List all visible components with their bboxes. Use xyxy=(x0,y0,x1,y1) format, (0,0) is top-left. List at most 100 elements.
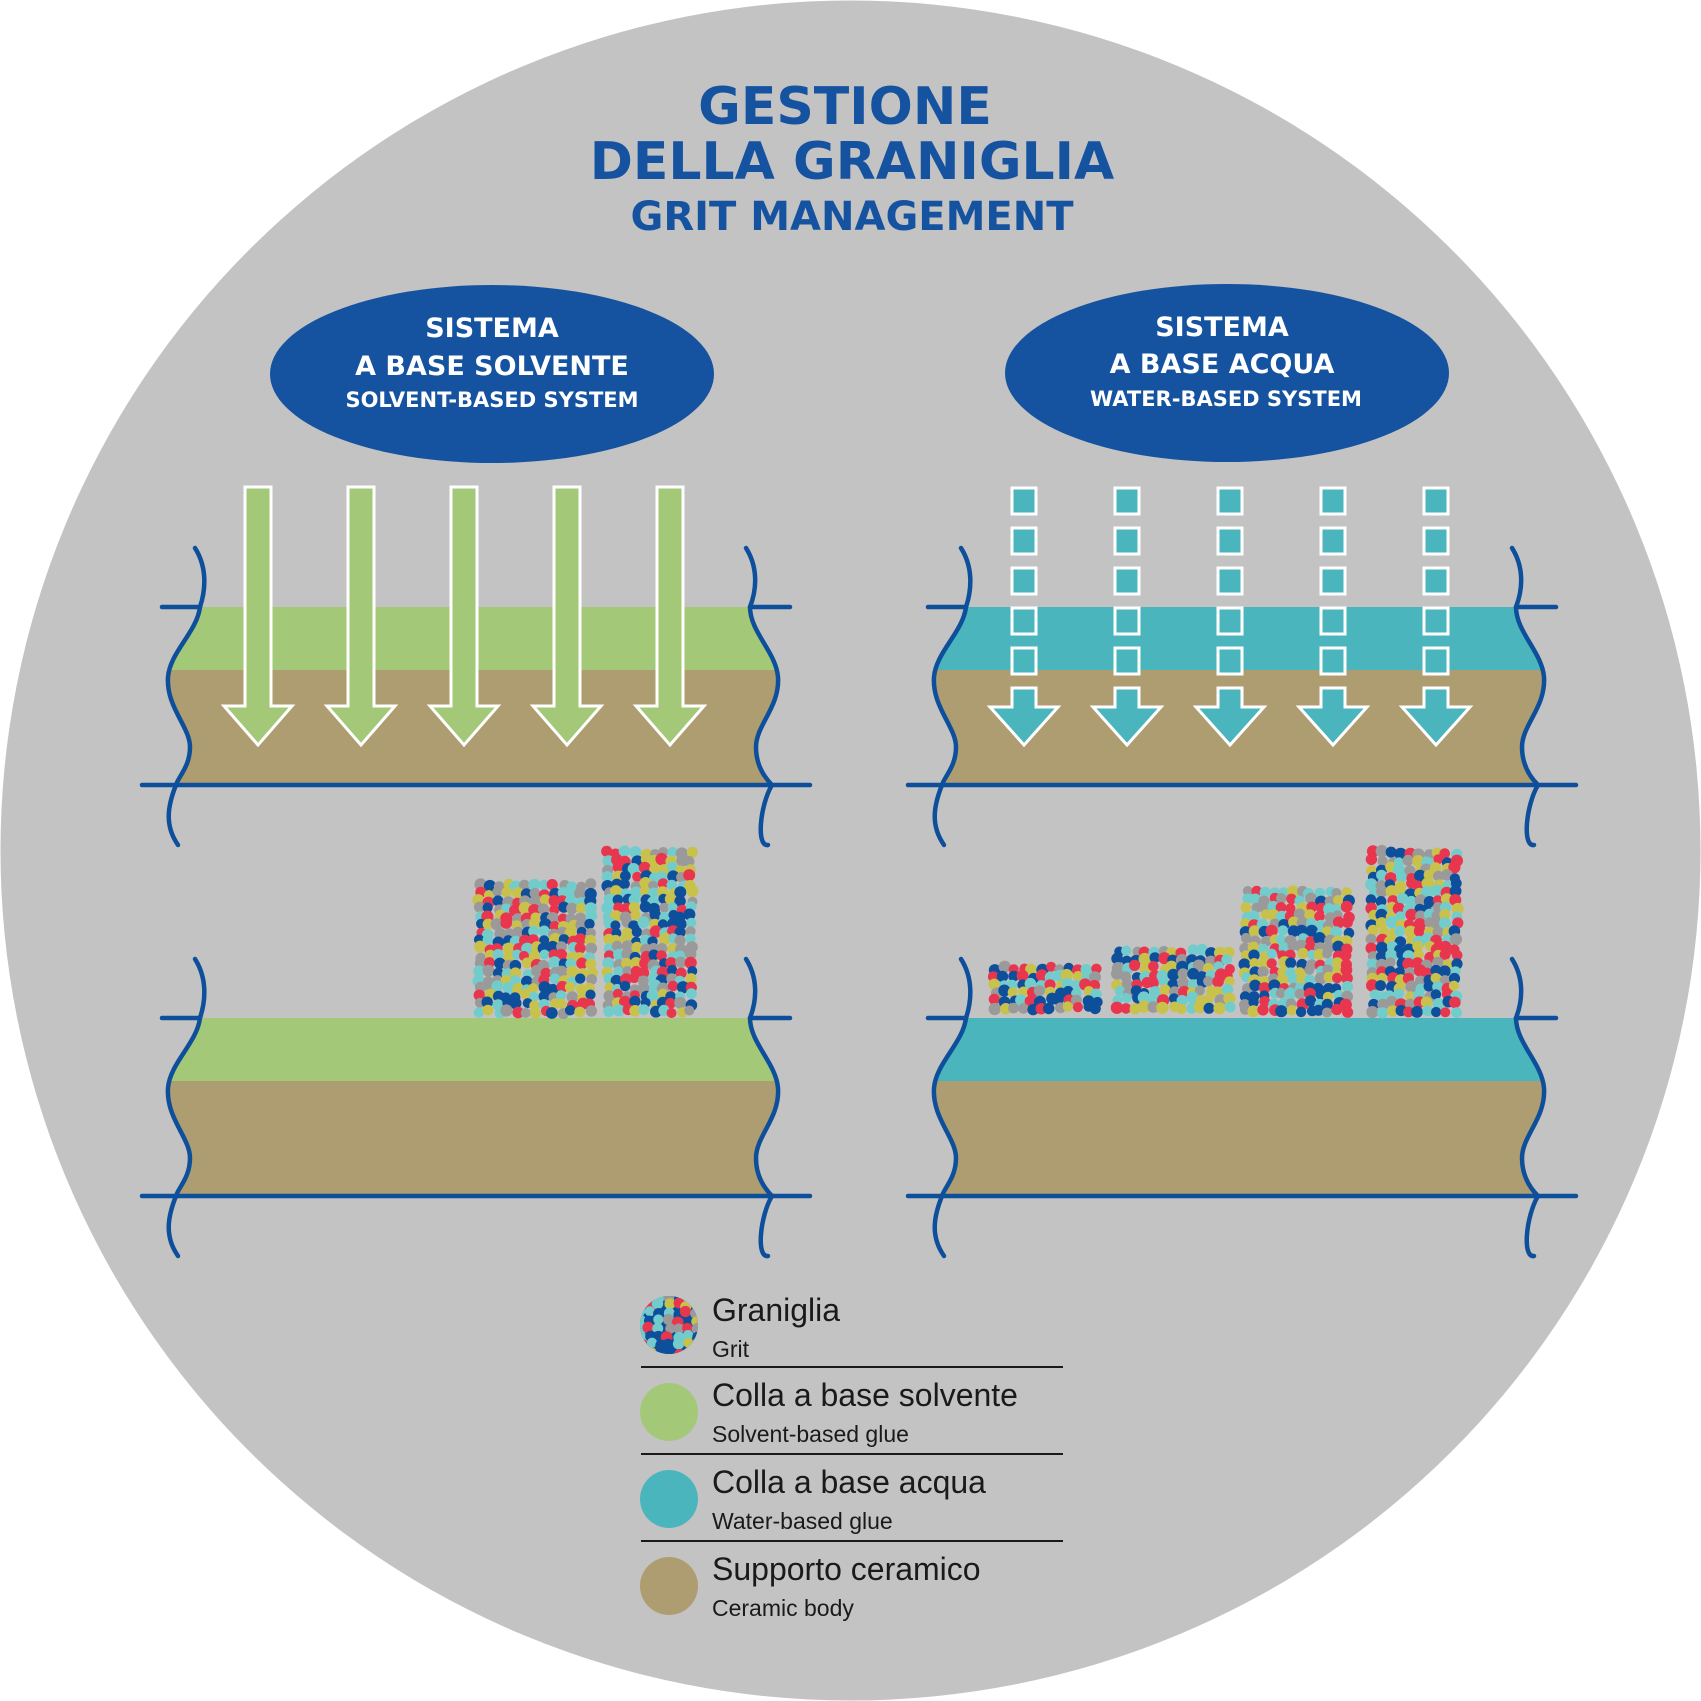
grit-particle xyxy=(676,981,690,994)
grit-particle xyxy=(538,879,550,891)
grit-particle xyxy=(1203,994,1214,1005)
grit-particle xyxy=(1365,894,1377,905)
grit-particle xyxy=(1275,934,1286,945)
grit-particle xyxy=(1365,853,1378,866)
grit-particle xyxy=(988,1002,1001,1016)
grit-particle xyxy=(1313,1004,1324,1016)
grit-particle xyxy=(1186,991,1199,1004)
grit-particle xyxy=(576,983,587,995)
solvent-glue-layer xyxy=(167,1018,779,1081)
grit-particle xyxy=(1286,893,1297,905)
grit-particle xyxy=(1284,987,1297,1000)
grit-particle xyxy=(657,878,669,889)
grit-particle xyxy=(1313,948,1326,961)
grit-particle xyxy=(1008,1002,1019,1014)
grit-particle xyxy=(492,999,504,1011)
grit-particle xyxy=(585,878,597,890)
grit-particle xyxy=(1438,917,1451,930)
grit-particle xyxy=(639,885,651,897)
grit-particle xyxy=(1194,985,1205,996)
grit-particle xyxy=(473,989,485,1001)
legend-sublabel: Grit xyxy=(712,1336,750,1362)
arrow-head xyxy=(986,686,1062,748)
grit-particle xyxy=(665,1323,676,1334)
grit-particle xyxy=(492,886,503,897)
grit-particle xyxy=(1248,997,1259,1008)
grit-particle xyxy=(492,949,504,961)
grit-particle xyxy=(1404,925,1417,938)
grit-particle xyxy=(1323,971,1335,983)
grit-particle xyxy=(1258,957,1271,970)
grit-particle xyxy=(1430,972,1441,984)
grit-particle xyxy=(574,942,586,954)
page-title: GESTIONE DELLA GRANIGLIA GRIT MANAGEMENT xyxy=(590,77,1115,240)
grit-particle xyxy=(1449,933,1463,946)
grit-particle xyxy=(618,845,631,857)
grit-particle xyxy=(1305,892,1317,905)
grit-particle xyxy=(667,846,678,858)
grit-particle xyxy=(1366,979,1379,992)
grit-particle xyxy=(664,1298,676,1310)
grit-particle xyxy=(1414,975,1427,987)
grit-particle xyxy=(575,973,586,984)
grit-particle xyxy=(566,991,579,1003)
legend-item-ceramic: Supporto ceramico Ceramic body xyxy=(640,1551,981,1621)
grit-particle xyxy=(1249,979,1261,992)
grit-particle xyxy=(566,965,579,979)
grit-particle xyxy=(510,975,521,986)
arrow-dash xyxy=(1422,526,1450,556)
grit-particle xyxy=(585,1005,598,1017)
solvent-system-label-1: SISTEMA xyxy=(425,313,559,344)
arrow-dash xyxy=(1216,566,1244,596)
grit-particle xyxy=(1156,1001,1169,1014)
grit-particle xyxy=(632,871,643,882)
grit-particle xyxy=(585,942,598,955)
grit-particle xyxy=(1193,1000,1207,1014)
grit-particle xyxy=(1314,911,1325,922)
grit-particle xyxy=(683,908,696,921)
grit-particle xyxy=(509,967,522,979)
grit-particle xyxy=(530,1007,542,1019)
grit-particle xyxy=(998,984,1011,997)
grit-particle xyxy=(1341,981,1353,993)
grit-particle xyxy=(1275,1005,1288,1018)
dashed-arrow-icon xyxy=(1398,486,1474,748)
grit-particle xyxy=(1148,961,1159,972)
grit-particle xyxy=(674,886,687,899)
grit-particle xyxy=(1060,968,1073,981)
grit-particle xyxy=(628,901,640,914)
grit-particle xyxy=(1089,971,1101,984)
grit-particle xyxy=(652,1323,664,1334)
arrow-dash xyxy=(1010,606,1038,636)
arrow-head xyxy=(1192,686,1268,748)
grit-particle xyxy=(1249,958,1260,968)
grit-particle xyxy=(1304,964,1315,975)
grit-particle xyxy=(1187,944,1200,956)
arrow-dash xyxy=(1010,526,1038,556)
grit-particle xyxy=(1024,977,1037,990)
grit-particle xyxy=(1439,965,1451,978)
grit-particle xyxy=(1385,916,1399,929)
legend-sublabel: Ceramic body xyxy=(712,1595,854,1621)
grit-particle xyxy=(683,856,695,867)
water-glue-swatch-icon xyxy=(640,1470,698,1528)
grit-particle xyxy=(528,991,540,1002)
grit-particle xyxy=(1340,900,1353,913)
grit-particle xyxy=(1257,1004,1269,1016)
grit-particle xyxy=(1413,925,1426,938)
grit-particle xyxy=(491,980,504,993)
grit-particle xyxy=(482,934,493,945)
arrow-dash xyxy=(1319,646,1347,676)
grit-particle xyxy=(1120,1003,1132,1014)
grit-particle xyxy=(1196,943,1208,956)
grit-particle xyxy=(1448,980,1459,991)
grit-particle xyxy=(585,989,596,1000)
grit-particle xyxy=(473,965,485,978)
grit-particle xyxy=(619,878,630,890)
solvent-system-label-en: SOLVENT-BASED SYSTEM xyxy=(345,388,638,412)
grit-particle xyxy=(674,996,687,1009)
grit-block xyxy=(987,960,1103,1016)
grit-particle xyxy=(1266,948,1277,959)
grit-particle xyxy=(1046,961,1057,972)
grit-particle xyxy=(502,942,515,955)
